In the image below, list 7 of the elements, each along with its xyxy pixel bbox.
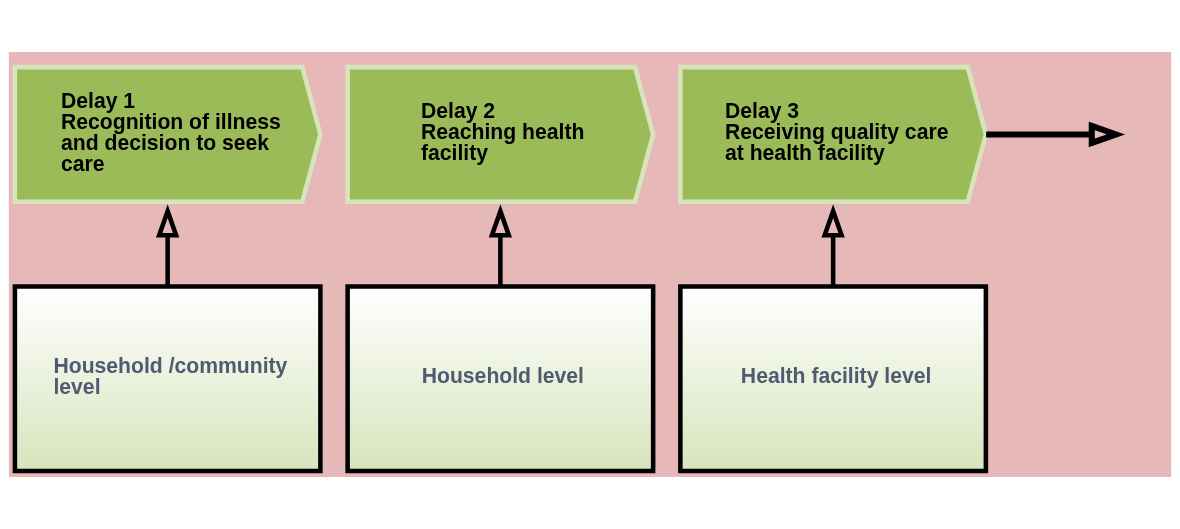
node-box: Household /community level [12,284,323,474]
arrow [156,204,180,286]
arrow [488,204,513,286]
arrow [986,121,1126,148]
arrow [821,204,845,286]
node-box: Household level [345,284,656,474]
node-box: Health facility level [678,284,989,474]
